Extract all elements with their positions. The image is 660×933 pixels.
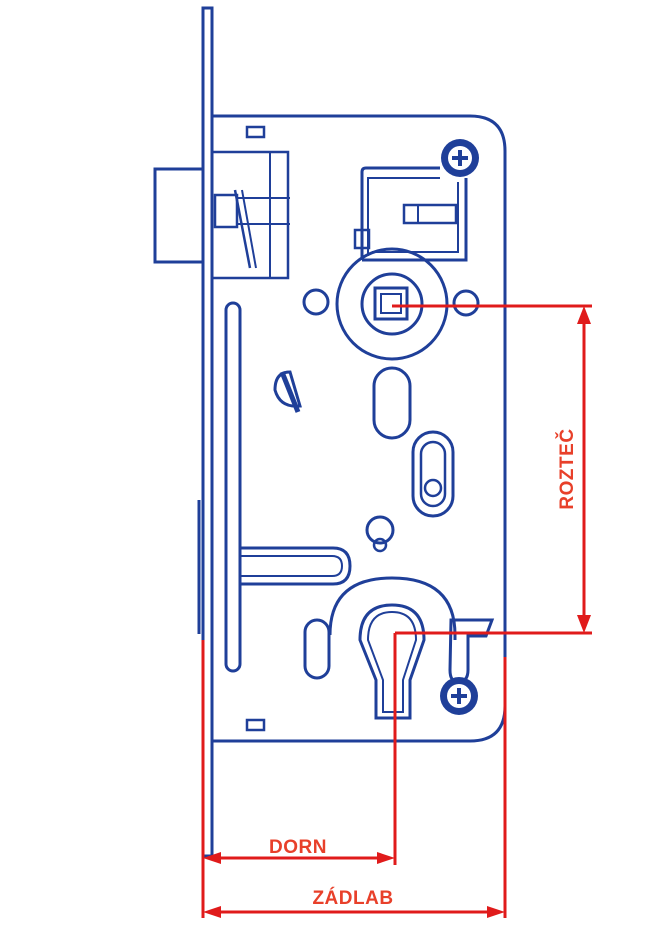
small-cam — [273, 370, 302, 413]
spring-lever — [224, 301, 352, 673]
label-zadlab: ZÁDLAB — [312, 887, 393, 909]
dimension-lines — [201, 304, 592, 918]
latch-bolt — [153, 150, 290, 280]
faceplate — [197, 6, 214, 858]
top-slot — [245, 125, 266, 139]
guide-slot-upper — [372, 366, 412, 440]
lock-body — [212, 114, 507, 743]
top-screw — [441, 139, 479, 177]
bottom-slot — [245, 718, 266, 732]
label-dorn: DORN — [269, 837, 327, 858]
dimension-arrows — [203, 306, 591, 918]
label-rozetec: ROZTEČ — [556, 428, 578, 509]
pivot-pin — [365, 515, 395, 545]
bottom-screw — [440, 677, 478, 715]
guide-slot-lower — [411, 430, 455, 518]
pivot-pin-small — [372, 537, 388, 553]
handle-follower — [302, 247, 480, 361]
deadbolt-mechanism — [353, 166, 468, 262]
